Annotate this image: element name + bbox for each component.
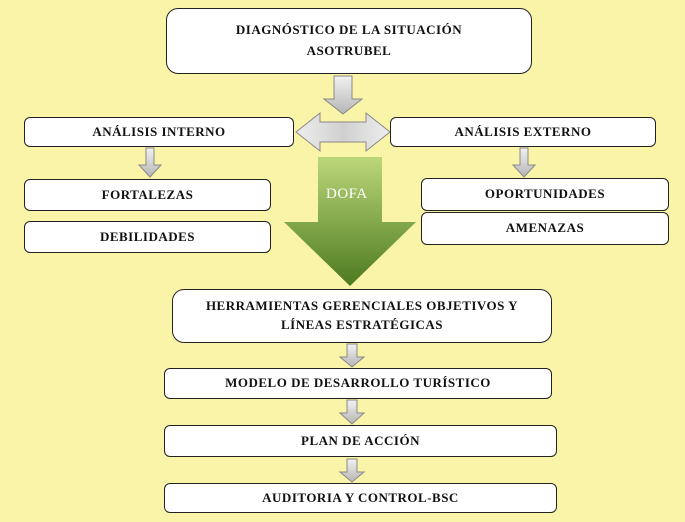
analisis-externo-label: ANÁLISIS EXTERNO [454, 123, 592, 139]
diagnostico-box: DIAGNÓSTICO DE LA SITUACIÓN ASOTRUBEL [166, 8, 532, 74]
down-arrow-icon [322, 75, 364, 115]
fortalezas-box: FORTALEZAS [24, 179, 271, 211]
analisis-interno-box: ANÁLISIS INTERNO [24, 117, 294, 147]
herramientas-box: HERRAMIENTAS GERENCIALES OBJETIVOS Y LÍN… [172, 289, 552, 343]
debilidades-label: DEBILIDADES [99, 228, 196, 244]
dofa-label: DOFA [326, 186, 368, 202]
modelo-box: MODELO DE DESARROLLO TURÍSTICO [164, 368, 552, 399]
down-arrow-icon [338, 399, 366, 425]
down-arrow-icon [511, 147, 537, 178]
analisis-externo-box: ANÁLISIS EXTERNO [390, 117, 656, 147]
down-arrow-icon [338, 458, 366, 483]
modelo-label: MODELO DE DESARROLLO TURÍSTICO [225, 375, 491, 391]
dofa-arrow-icon [284, 157, 416, 286]
auditoria-label: AUDITORIA Y CONTROL-BSC [262, 489, 459, 505]
down-arrow-icon [137, 147, 163, 178]
amenazas-box: AMENAZAS [421, 212, 669, 245]
diagnostico-line2: ASOTRUBEL [306, 43, 392, 58]
double-arrow-icon [295, 111, 391, 153]
oportunidades-label: OPORTUNIDADES [484, 186, 606, 202]
diagnostico-line1: DIAGNÓSTICO DE LA SITUACIÓN [235, 22, 463, 38]
amenazas-label: AMENAZAS [505, 220, 585, 236]
plan-label: PLAN DE ACCIÓN [301, 432, 420, 448]
herramientas-line1: HERRAMIENTAS GERENCIALES OBJETIVOS Y [205, 298, 519, 314]
analisis-interno-label: ANÁLISIS INTERNO [92, 123, 226, 139]
debilidades-box: DEBILIDADES [24, 221, 271, 253]
herramientas-line2: LÍNEAS ESTRATÉGICAS [280, 317, 444, 332]
auditoria-box: AUDITORIA Y CONTROL-BSC [164, 483, 557, 513]
oportunidades-box: OPORTUNIDADES [421, 178, 669, 211]
plan-box: PLAN DE ACCIÓN [164, 425, 557, 457]
down-arrow-icon [338, 343, 366, 368]
fortalezas-label: FORTALEZAS [101, 186, 194, 202]
